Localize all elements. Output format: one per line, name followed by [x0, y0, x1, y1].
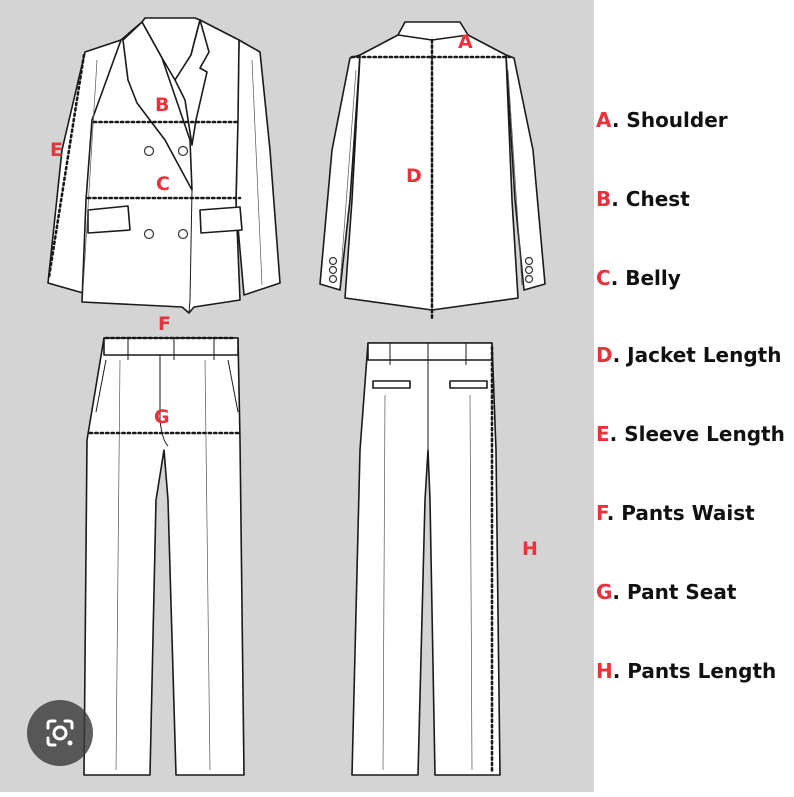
jacket-sleeve-button: [524, 274, 534, 284]
legend-letter: G: [596, 580, 613, 604]
pants-front-pocket: [95, 359, 107, 413]
jacket-back-right-sleeve: [505, 54, 546, 291]
pants-front-waistband: [103, 337, 239, 356]
jacket-front-sleeve-seam: [251, 59, 263, 286]
pants-front: [83, 337, 245, 776]
jacket-button: [177, 228, 189, 240]
jacket-front: [47, 17, 281, 314]
callout-e: E: [50, 139, 63, 161]
jacket-front-left-pocket: [87, 205, 131, 234]
google-lens-icon: [46, 719, 74, 747]
garment-diagram-panel: A B C D E F G H: [0, 0, 594, 792]
jacket-sleeve-button: [328, 256, 338, 266]
callout-h: H: [522, 538, 538, 560]
legend-label: . Pants Length: [612, 659, 777, 683]
legend-letter: E: [596, 422, 610, 446]
lens-button[interactable]: [27, 700, 93, 766]
legend-item-belly: C. Belly: [596, 266, 681, 290]
legend-label: . Belly: [610, 266, 681, 290]
pants-back-crease: [469, 394, 473, 771]
legend-label: . Sleeve Length: [609, 422, 785, 446]
legend-item-jacket-length: D. Jacket Length: [596, 343, 781, 367]
measure-sleeve-length-line: [47, 53, 86, 279]
callout-g: G: [154, 406, 170, 428]
jacket-back-sleeve-seam: [339, 69, 357, 286]
jacket-back-collar: [397, 21, 469, 41]
jacket-sleeve-button: [524, 265, 534, 275]
legend-label: . Pant Seat: [612, 580, 737, 604]
callout-c: C: [156, 173, 170, 195]
jacket-button: [143, 145, 155, 157]
callout-f: F: [158, 313, 171, 335]
measurement-lines: [47, 38, 512, 773]
legend-letter: H: [596, 659, 613, 683]
pants-front-crease: [204, 359, 211, 771]
pants-front-fly: [159, 355, 169, 447]
jacket-front-sleeve-seam: [82, 59, 98, 291]
jacket-button: [143, 228, 155, 240]
jacket-sleeve-button: [524, 256, 534, 266]
jacket-sleeve-button: [328, 265, 338, 275]
pants-back: [351, 342, 501, 776]
jacket-front-right-pocket: [199, 206, 243, 234]
pants-front-pocket: [227, 359, 239, 413]
legend-label: . Pants Waist: [606, 501, 755, 525]
callout-d: D: [406, 165, 422, 187]
jacket-button: [177, 145, 189, 157]
pants-back-waistband: [367, 342, 493, 361]
jacket-back-sleeve-seam: [507, 69, 523, 286]
pants-front-crease: [115, 359, 121, 771]
legend-item-pants-length: H. Pants Length: [596, 659, 776, 683]
jacket-sleeve-button: [328, 274, 338, 284]
legend-item-pants-waist: F. Pants Waist: [596, 501, 755, 525]
pants-front-outline: [83, 337, 245, 776]
legend-letter: F: [596, 501, 607, 525]
legend-letter: C: [596, 266, 611, 290]
pants-back-crease: [382, 394, 386, 771]
jacket-front-right-lapel: [174, 19, 210, 146]
measurement-legend: A. Shoulder B. Chest C. Belly D. Jacket …: [594, 0, 794, 792]
pants-back-pocket: [449, 380, 488, 389]
garment-diagram: A B C D E F G H: [47, 17, 546, 776]
legend-item-chest: B. Chest: [596, 187, 690, 211]
legend-item-pant-seat: G. Pant Seat: [596, 580, 736, 604]
legend-letter: A: [596, 108, 612, 132]
legend-letter: D: [596, 343, 613, 367]
legend-label: . Chest: [611, 187, 690, 211]
pants-back-pocket: [372, 380, 411, 389]
legend-label: . Jacket Length: [612, 343, 782, 367]
legend-letter: B: [596, 187, 612, 211]
legend-label: . Shoulder: [611, 108, 728, 132]
callout-a: A: [458, 31, 473, 53]
jacket-front-left-lapel: [122, 21, 193, 191]
jacket-front-edge: [188, 189, 193, 314]
legend-item-shoulder: A. Shoulder: [596, 108, 728, 132]
callout-b: B: [155, 94, 169, 116]
jacket-front-right-sleeve: [235, 39, 281, 296]
pants-back-outline: [351, 342, 501, 776]
legend-item-sleeve-length: E. Sleeve Length: [596, 422, 785, 446]
